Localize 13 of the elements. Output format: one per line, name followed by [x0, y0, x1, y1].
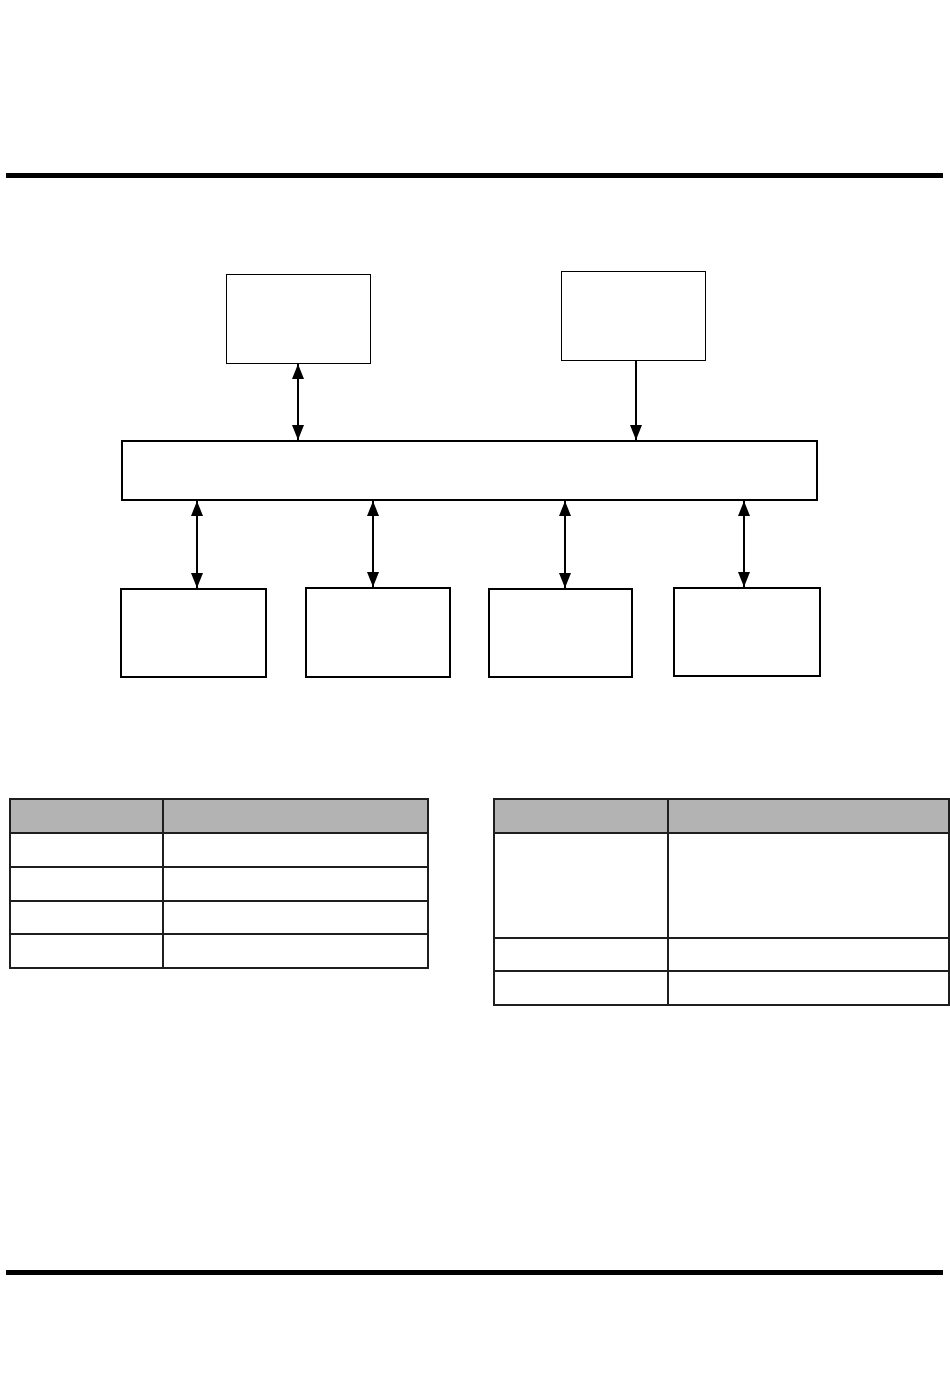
block-box [488, 588, 633, 678]
block-box [121, 440, 818, 501]
double-arrow [292, 363, 304, 441]
double-arrow [559, 500, 571, 589]
double-arrow [367, 500, 379, 588]
block-box [305, 587, 451, 678]
block-box [226, 274, 371, 364]
arrow [630, 360, 642, 441]
block-box [120, 588, 267, 678]
block-box [673, 587, 821, 677]
block-box [561, 271, 706, 361]
double-arrow [191, 500, 203, 589]
double-arrow [738, 500, 750, 588]
